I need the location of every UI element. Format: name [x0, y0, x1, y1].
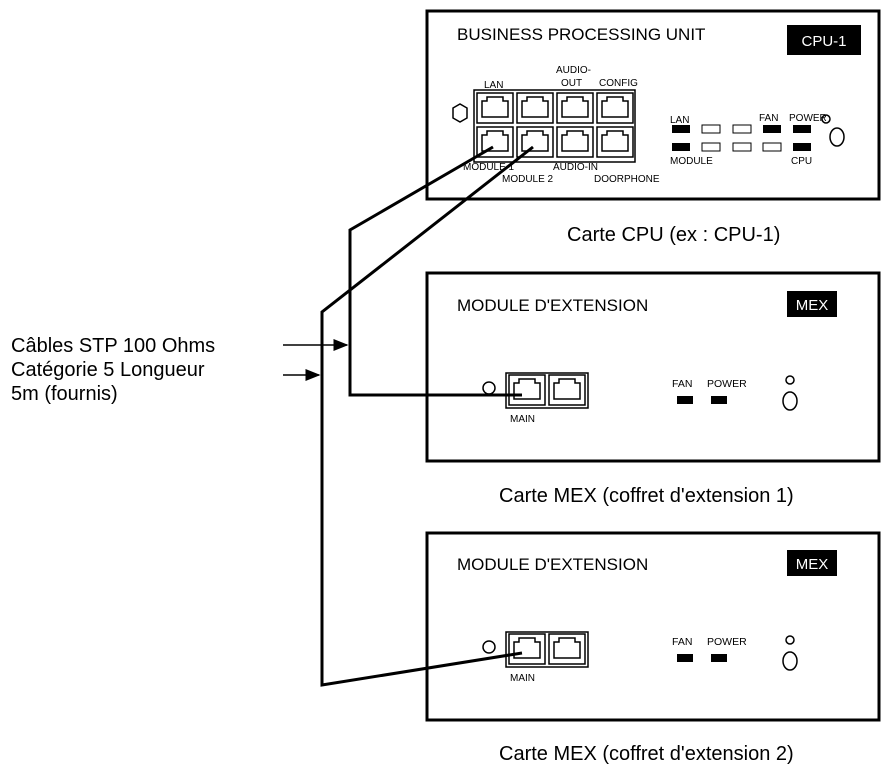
mex1-led-power-label: POWER [707, 378, 747, 390]
mex2-title: MODULE D'EXTENSION [457, 555, 648, 574]
config-port-right[interactable] [596, 92, 634, 124]
cable-label-line2: Catégorie 5 Longueur [11, 359, 205, 381]
mex2-frame [425, 531, 881, 722]
cpu-port-block [473, 89, 636, 163]
mex2-indicator-hole-icon [785, 635, 795, 645]
led-label-cpu: CPU [791, 156, 812, 167]
led-lan [672, 125, 690, 133]
mex-unit-2-panel: MODULE D'EXTENSION MEX MAIN FAN POWER [425, 531, 881, 722]
cable-label-line1: Câbles STP 100 Ohms [11, 335, 215, 357]
cpu-badge-text: CPU-1 [801, 33, 846, 50]
module2-port[interactable] [516, 126, 554, 158]
led-blank-2 [732, 124, 752, 134]
mex1-main-label: MAIN [510, 414, 535, 425]
mex1-title: MODULE D'EXTENSION [457, 296, 648, 315]
mex2-led-fan-label: FAN [672, 636, 692, 648]
led-label-fan: FAN [759, 113, 778, 124]
mex2-port-block [505, 631, 589, 668]
mex1-badge: MEX [787, 291, 837, 317]
cpu-caption: Carte CPU (ex : CPU-1) [567, 224, 780, 246]
led-blank-5 [762, 142, 782, 152]
mex1-reset-button[interactable] [782, 391, 798, 411]
cable-module1-to-mex1 [348, 145, 522, 397]
doorphone-port[interactable] [596, 126, 634, 158]
led-power [793, 125, 811, 133]
mex2-caption: Carte MEX (coffret d'extension 2) [499, 743, 794, 765]
led-label-lan: LAN [670, 115, 689, 126]
mex1-port-block [505, 372, 589, 409]
mex2-reset-button[interactable] [782, 651, 798, 671]
mex2-badge: MEX [787, 550, 837, 576]
port-label-audio-out-2: OUT [561, 78, 582, 89]
mex2-aux-port[interactable] [548, 633, 586, 665]
led-cpu [793, 143, 811, 151]
mex2-badge-text: MEX [796, 556, 829, 573]
mex1-main-port[interactable] [508, 374, 546, 406]
mex1-aux-port[interactable] [548, 374, 586, 406]
mex2-main-label: MAIN [510, 673, 535, 684]
mex2-led-power-label: POWER [707, 636, 747, 648]
lan-port[interactable] [476, 92, 514, 124]
cpu-badge: CPU-1 [787, 25, 861, 55]
led-blank-4 [732, 142, 752, 152]
mex1-indicator-hole-icon [785, 375, 795, 385]
port-label-module2: MODULE 2 [502, 174, 554, 185]
mounting-screw-icon [452, 103, 468, 123]
port-label-audio-in: AUDIO-IN [553, 162, 598, 173]
mex1-led-fan [677, 396, 693, 404]
mex2-led-fan [677, 654, 693, 662]
mex2-main-port[interactable] [508, 633, 546, 665]
mex1-caption: Carte MEX (coffret d'extension 1) [499, 485, 794, 507]
port-label-doorphone: DOORPHONE [594, 174, 660, 185]
led-fan [763, 125, 781, 133]
led-label-power: POWER [789, 113, 827, 124]
port-label-module1: MODULE 1 [463, 162, 515, 173]
audio-in-port[interactable] [556, 126, 594, 158]
reset-button[interactable] [829, 127, 845, 147]
led-blank-3 [701, 142, 721, 152]
port-label-config: CONFIG [599, 78, 638, 89]
audio-out-port[interactable] [516, 92, 554, 124]
mex-unit-1-panel: MODULE D'EXTENSION MEX MAIN FAN POWER [425, 271, 881, 463]
config-port-left[interactable] [556, 92, 594, 124]
mex1-led-fan-label: FAN [672, 378, 692, 390]
led-label-module: MODULE [670, 156, 713, 167]
cable-module2-to-mex2 [320, 145, 534, 687]
cpu-unit-panel: BUSINESS PROCESSING UNIT CPU-1 LAN AUDIO… [425, 9, 881, 201]
cable-label-line3: 5m (fournis) [11, 383, 118, 405]
mex2-led-power [711, 654, 727, 662]
port-label-lan: LAN [484, 80, 503, 91]
cpu-unit-title: BUSINESS PROCESSING UNIT [457, 25, 705, 44]
mex2-screw-icon [482, 640, 496, 654]
led-module [672, 143, 690, 151]
mex1-badge-text: MEX [796, 297, 829, 314]
indicator-hole-icon [821, 114, 831, 124]
led-blank-1 [701, 124, 721, 134]
port-label-audio-out-1: AUDIO- [556, 65, 591, 76]
mex1-led-power [711, 396, 727, 404]
